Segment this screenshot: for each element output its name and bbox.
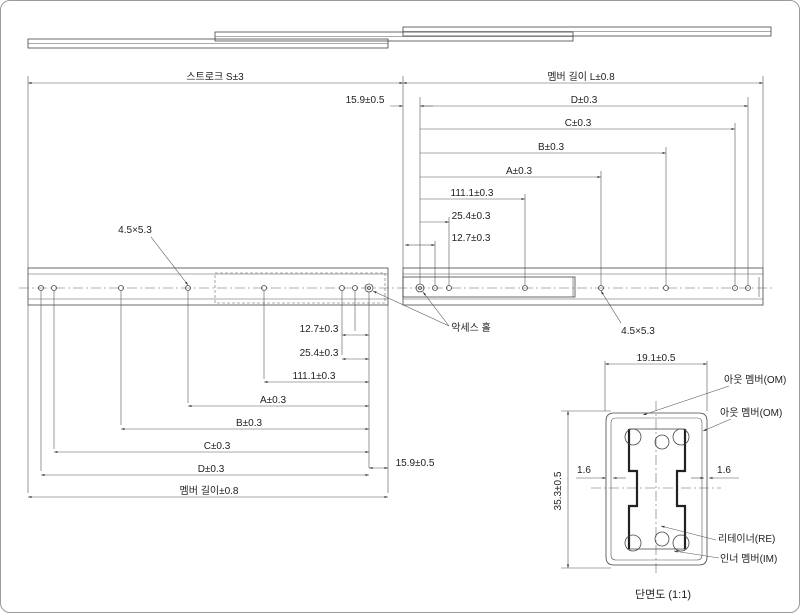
- bottom-dimensions: [28, 333, 388, 499]
- outer-member-label-1: 아웃 멤버(OM): [724, 374, 786, 386]
- c-top-label: C±0.3: [565, 118, 592, 129]
- c-bottom-label: C±0.3: [204, 441, 231, 452]
- d-top-label: D±0.3: [571, 95, 598, 106]
- hole-right-label: 4.5×5.3: [621, 326, 655, 337]
- d159-top-label: 15.9±0.5: [346, 95, 385, 106]
- top-dimensions: [28, 81, 763, 247]
- section-title: 단면도 (1:1): [635, 588, 691, 601]
- section-right-gap-label: 1.6: [717, 465, 731, 476]
- d254-bottom-label: 25.4±0.3: [300, 348, 339, 359]
- retainer-label: 리테이너(RE): [718, 533, 775, 545]
- b-bottom-label: B±0.3: [236, 418, 262, 429]
- d159-bottom-label: 15.9±0.5: [396, 458, 435, 469]
- stroke-label: 스트로크 S±3: [186, 71, 244, 83]
- member-length-top-label: 멤버 길이 L±0.8: [547, 70, 615, 83]
- hole-left-label: 4.5×5.3: [118, 225, 152, 236]
- a-top-label: A±0.3: [506, 166, 532, 177]
- d127-bottom-label: 12.7±0.3: [300, 324, 339, 335]
- outer-member-label-2: 아웃 멤버(OM): [720, 407, 782, 419]
- b-top-label: B±0.3: [538, 142, 564, 153]
- section-width-label: 19.1±0.5: [637, 353, 676, 364]
- d254-top-label: 25.4±0.3: [452, 211, 491, 222]
- d-bottom-label: D±0.3: [198, 464, 225, 475]
- cross-section-view: 19.1±0.5 35.3±0.5 1.6 1.6 아웃 멤버(OM) 아웃 멤…: [553, 353, 786, 601]
- dimension-text: 스트로크 S±3 멤버 길이 L±0.8 D±0.3 C±0.3 B±0.3 A…: [118, 70, 655, 497]
- side-view-rails: [19, 267, 773, 306]
- d111-top-label: 111.1±0.3: [451, 188, 494, 199]
- member-length-bottom-label: 멤버 길이±0.8: [180, 484, 239, 497]
- section-left-gap-label: 1.6: [577, 465, 591, 476]
- inner-member-label: 인너 멤버(IM): [720, 553, 777, 565]
- leaders: [150, 236, 622, 327]
- extended-rails: [27, 26, 772, 49]
- a-bottom-label: A±0.3: [260, 395, 286, 406]
- d127-top-label: 12.7±0.3: [452, 233, 491, 244]
- extension-lines: [27, 76, 764, 493]
- section-height-label: 35.3±0.5: [553, 471, 564, 510]
- d111-bottom-label: 111.1±0.3: [293, 371, 336, 382]
- access-hole-label: 악세스 홀: [451, 321, 491, 334]
